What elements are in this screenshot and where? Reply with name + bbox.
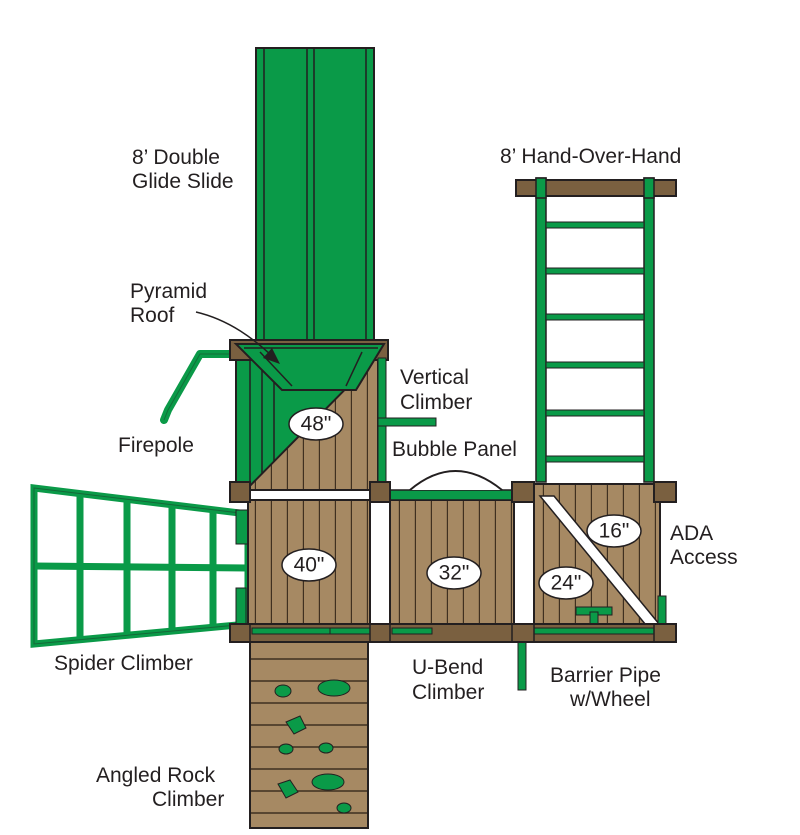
svg-text:40": 40" — [294, 554, 325, 577]
bubble-panel — [409, 470, 503, 491]
double-glide-slide — [255, 47, 375, 349]
rock-climber — [249, 641, 369, 829]
label-ada-line1: ADA — [670, 522, 713, 545]
roof-pointer-arrow — [195, 311, 280, 364]
climbing-rock — [336, 802, 352, 814]
dim-ada-lower: 24" — [538, 566, 594, 600]
climbing-rock — [317, 679, 351, 697]
dim-middle-deck: 32" — [426, 556, 482, 590]
spider-climber — [30, 484, 252, 648]
svg-text:24": 24" — [551, 572, 582, 595]
label-ada-line2: Access — [670, 546, 738, 569]
label-barrier-line2: w/Wheel — [569, 688, 651, 711]
label-slide-line1: 8’ Double — [132, 146, 220, 169]
hand-over-hand — [515, 177, 677, 483]
upper-beam — [229, 481, 677, 503]
climbing-rock — [318, 742, 334, 754]
label-ubend-line1: U-Bend — [412, 656, 483, 679]
dim-main-deck: 40" — [281, 548, 337, 582]
label-hand-over-hand: 8’ Hand-Over-Hand — [500, 145, 681, 168]
svg-text:16": 16" — [599, 520, 630, 543]
label-roof-line2: Roof — [130, 304, 175, 327]
label-bubble-panel: Bubble Panel — [392, 438, 517, 461]
label-ubend-line2: Climber — [412, 681, 484, 704]
label-firepole: Firepole — [118, 434, 194, 457]
label-rock-line1: Angled Rock — [96, 764, 216, 787]
climbing-rock — [274, 684, 292, 698]
label-slide-line2: Glide Slide — [132, 170, 234, 193]
firepole — [160, 350, 240, 424]
lower-beam — [229, 623, 677, 643]
dim-roof-deck: 48" — [288, 407, 344, 441]
svg-text:48": 48" — [301, 413, 332, 436]
climbing-rock — [277, 779, 299, 799]
label-rock-line2: Climber — [152, 788, 224, 811]
climbing-rock — [311, 773, 345, 791]
dim-ada-upper: 16" — [586, 514, 642, 548]
climbing-rock — [285, 715, 307, 735]
label-vertical-line2: Climber — [400, 391, 472, 414]
climbing-rock — [278, 743, 294, 755]
label-barrier-line1: Barrier Pipe — [550, 664, 661, 687]
label-spider-climber: Spider Climber — [54, 652, 193, 675]
label-vertical-line1: Vertical — [400, 366, 469, 389]
label-roof-line1: Pyramid — [130, 280, 207, 303]
svg-text:32": 32" — [439, 562, 470, 585]
